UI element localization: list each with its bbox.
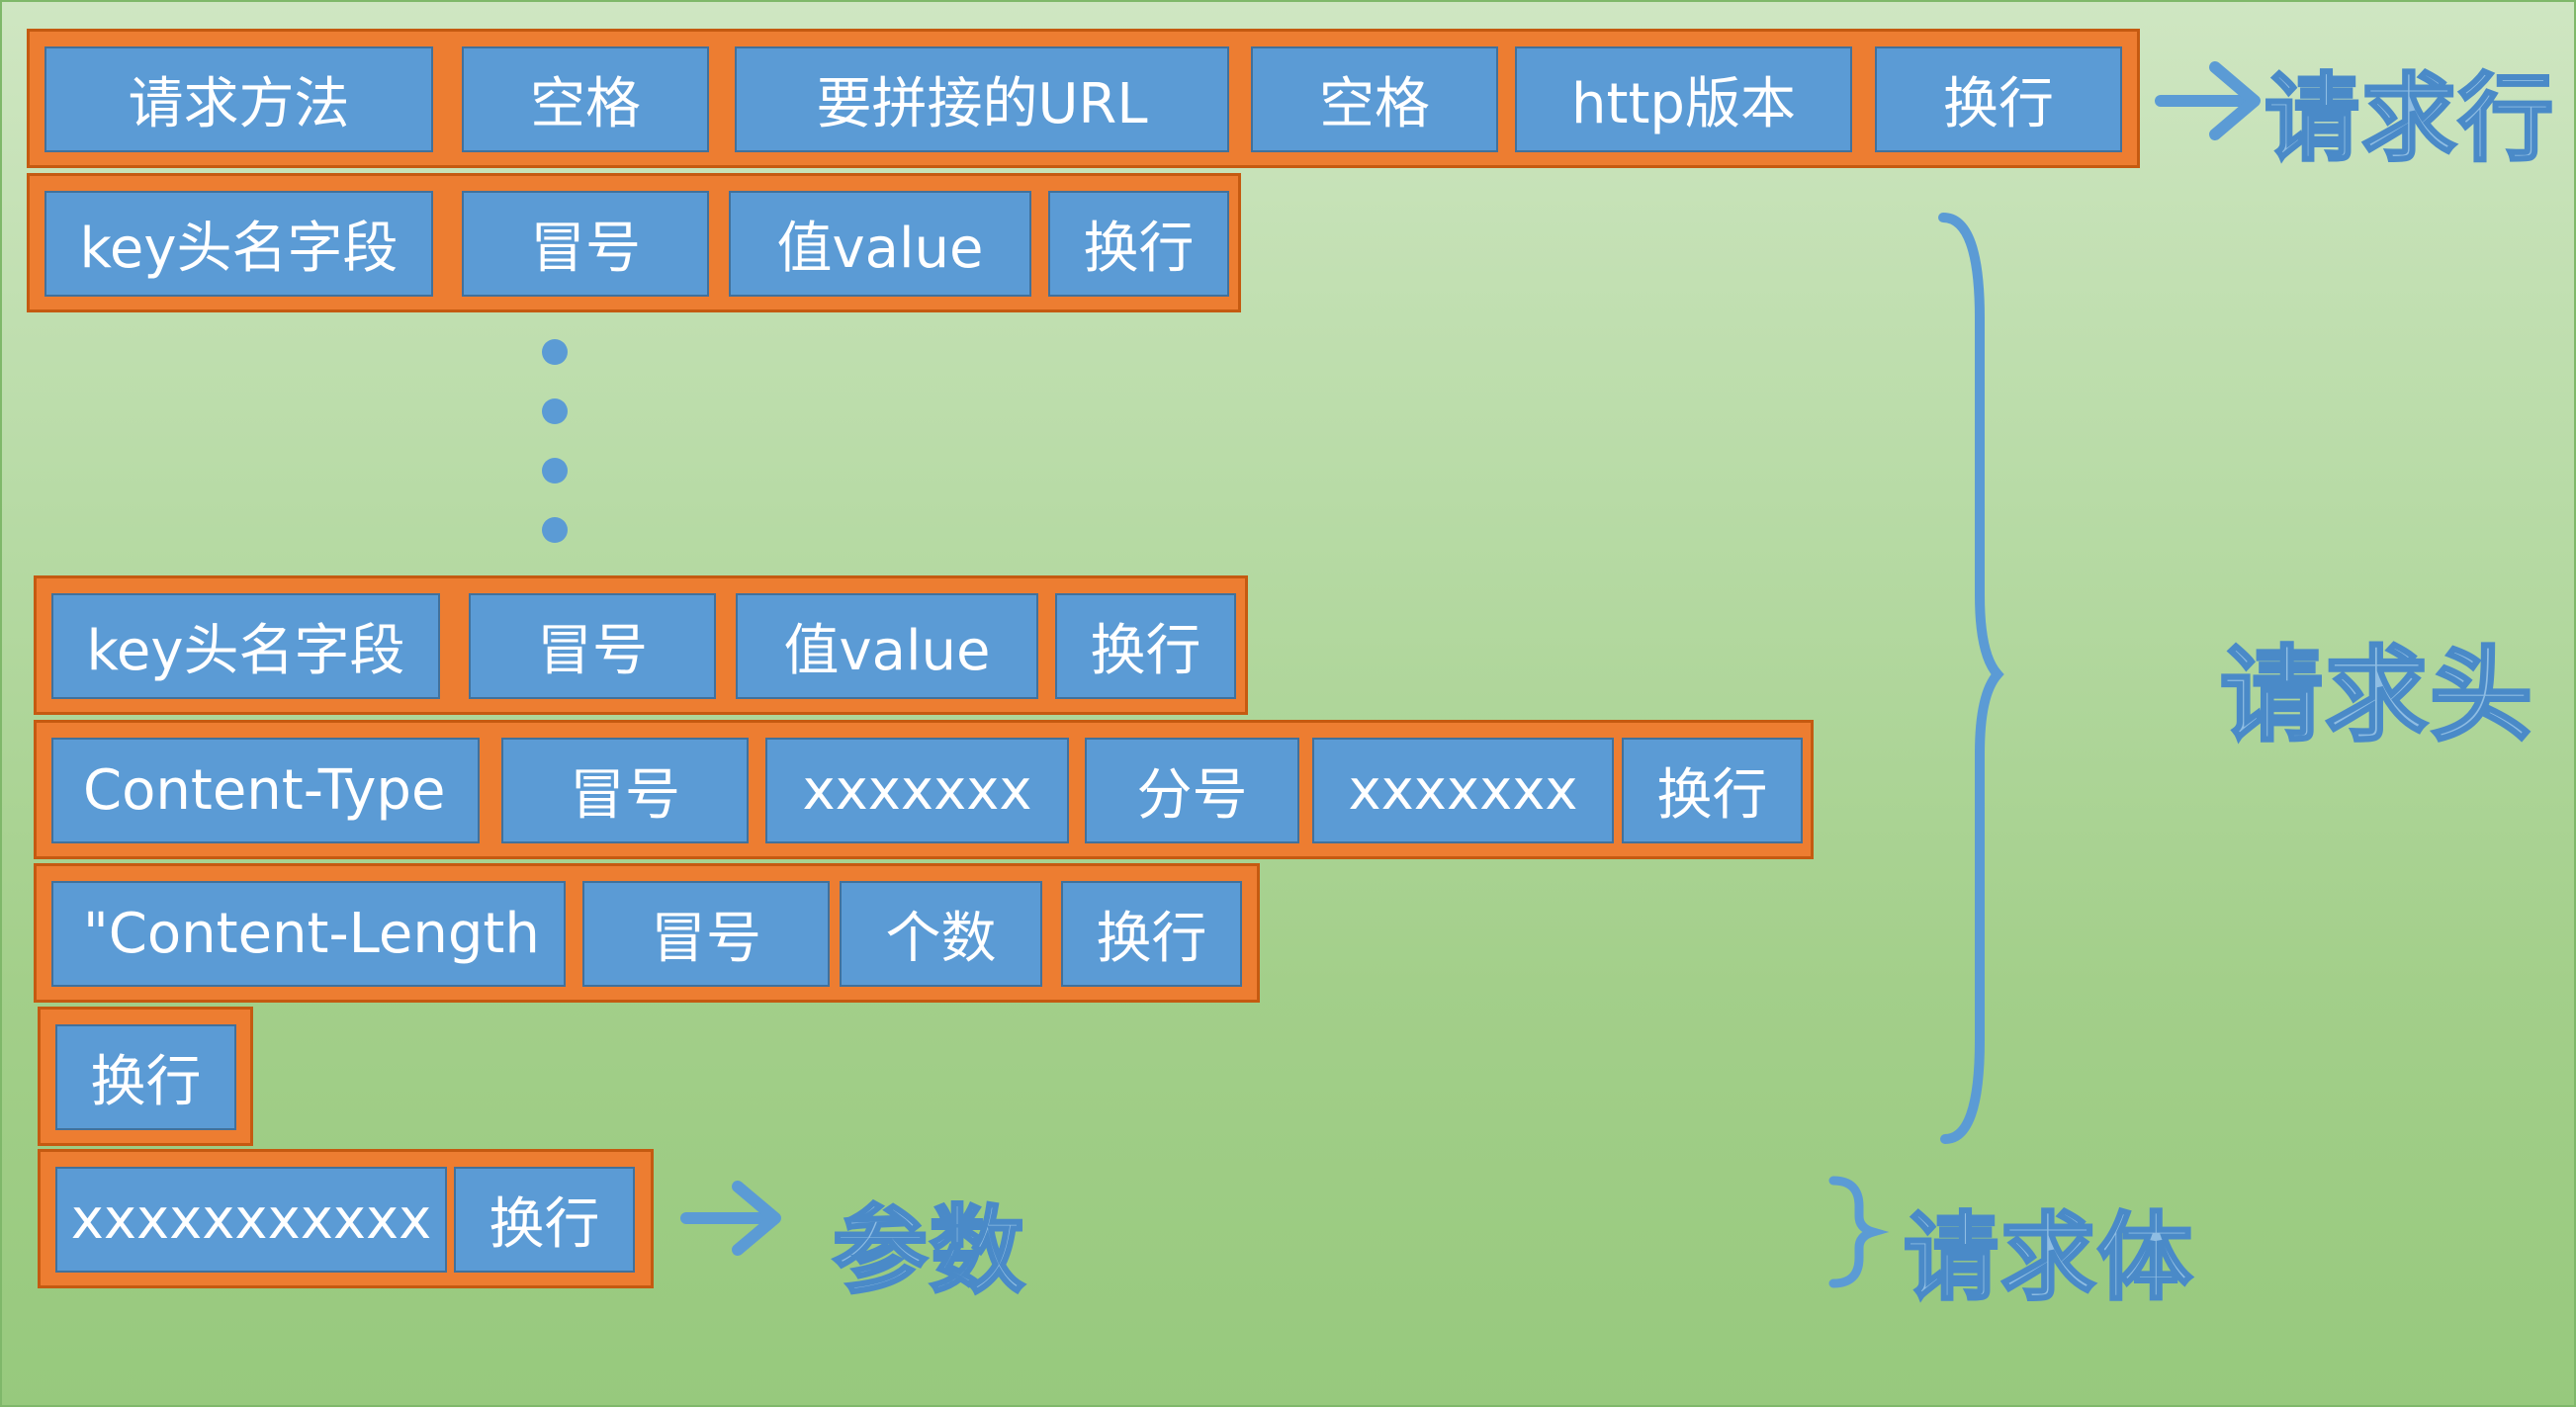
params-label: 参数 xyxy=(832,1194,1026,1308)
content-type-key-cell: Content-Type xyxy=(51,738,480,843)
request-line-row: 请求方法 空格 要拼接的URL 空格 http版本 换行 xyxy=(27,29,2140,168)
http-version-cell: http版本 xyxy=(1515,46,1852,152)
value-cell: 值value xyxy=(729,191,1031,297)
value-placeholder-cell: xxxxxxx xyxy=(765,738,1069,843)
request-body-brace-icon xyxy=(1828,1176,1890,1288)
newline-cell: 换行 xyxy=(1055,593,1236,699)
blank-line-row: 换行 xyxy=(38,1007,253,1146)
colon-cell: 冒号 xyxy=(462,191,709,297)
body-row: xxxxxxxxxxx 换行 xyxy=(38,1149,654,1288)
content-type-row: Content-Type 冒号 xxxxxxx 分号 xxxxxxx 换行 xyxy=(34,720,1814,859)
url-cell: 要拼接的URL xyxy=(735,46,1229,152)
value-cell: 值value xyxy=(736,593,1038,699)
request-body-label: 请求体 xyxy=(1903,1201,2194,1315)
key-cell: key头名字段 xyxy=(51,593,440,699)
key-cell: key头名字段 xyxy=(44,191,433,297)
newline-cell: 换行 xyxy=(1048,191,1229,297)
request-line-arrow-icon xyxy=(2155,61,2261,140)
space-cell: 空格 xyxy=(1251,46,1498,152)
semicolon-cell: 分号 xyxy=(1085,738,1299,843)
colon-cell: 冒号 xyxy=(582,881,830,987)
newline-cell: 换行 xyxy=(1875,46,2122,152)
request-header-label: 请求头 xyxy=(2218,634,2535,757)
request-method-cell: 请求方法 xyxy=(44,46,433,152)
space-cell: 空格 xyxy=(462,46,709,152)
count-cell: 个数 xyxy=(840,881,1042,987)
header-row-2: key头名字段 冒号 值value 换行 xyxy=(34,575,1248,715)
request-header-brace-icon xyxy=(1938,213,2004,1144)
newline-cell: 换行 xyxy=(1622,738,1803,843)
body-placeholder-cell: xxxxxxxxxxx xyxy=(55,1167,447,1273)
header-row-1: key头名字段 冒号 值value 换行 xyxy=(27,173,1241,312)
colon-cell: 冒号 xyxy=(469,593,716,699)
colon-cell: 冒号 xyxy=(501,738,749,843)
newline-cell: 换行 xyxy=(454,1167,635,1273)
ellipsis-dot xyxy=(542,458,568,484)
newline-cell: 换行 xyxy=(1061,881,1242,987)
newline-cell: 换行 xyxy=(55,1024,236,1130)
params-arrow-icon xyxy=(680,1181,781,1256)
value-placeholder-cell: xxxxxxx xyxy=(1312,738,1614,843)
ellipsis-dot xyxy=(542,398,568,424)
content-length-row: "Content-Length 冒号 个数 换行 xyxy=(34,863,1260,1003)
content-length-key-cell: "Content-Length xyxy=(51,881,566,987)
ellipsis-dot xyxy=(542,339,568,365)
request-line-label: 请求行 xyxy=(2264,62,2555,176)
ellipsis-dot xyxy=(542,517,568,543)
